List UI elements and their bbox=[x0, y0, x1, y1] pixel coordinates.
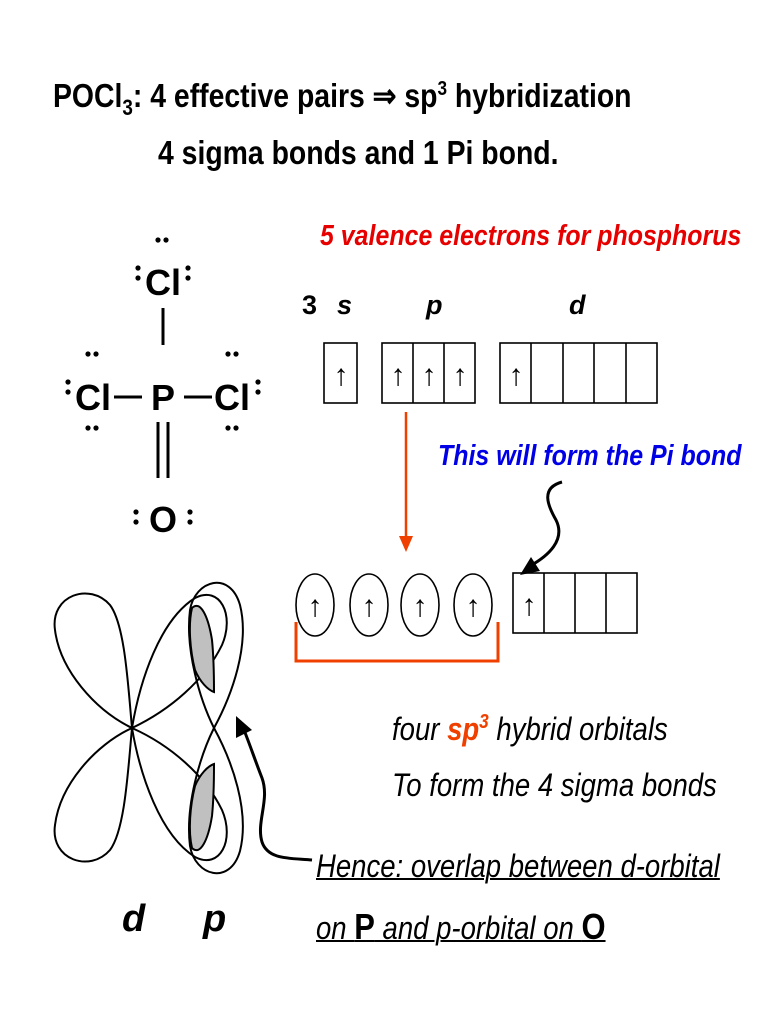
lone-pair-dot bbox=[93, 351, 99, 357]
lewis-structure: Cl Cl P Cl O bbox=[65, 237, 261, 540]
electron-arrow: ↑ bbox=[509, 359, 524, 392]
shell-number-label: 3 bbox=[302, 290, 318, 320]
title-molecule: POCl bbox=[53, 77, 123, 114]
lone-pair-dot bbox=[163, 237, 169, 243]
overlap-pointer-arrow bbox=[242, 729, 313, 862]
p-orbital-boxes bbox=[381, 342, 476, 404]
page-subtitle: 4 sigma bonds and 1 Pi bond. bbox=[158, 134, 559, 171]
overlap-region-bottom bbox=[188, 762, 216, 851]
page-title: POCl3: 4 effective pairs ⇒ sp3 hybridiza… bbox=[53, 76, 632, 121]
title-superscript: 3 bbox=[437, 78, 448, 100]
overlap-caption-p: P bbox=[354, 906, 375, 947]
d-orbital-lobe bbox=[130, 726, 228, 861]
lone-pair-dot bbox=[85, 351, 91, 357]
overlap-caption-middle: and p-orbital on bbox=[374, 910, 582, 946]
lone-pair-dot bbox=[255, 379, 261, 385]
title-molecule-subscript: 3 bbox=[122, 95, 133, 120]
pi-bond-pointer-head bbox=[520, 557, 540, 575]
lone-pair-dot bbox=[225, 351, 231, 357]
electron-arrow: ↑ bbox=[453, 359, 468, 392]
p-orbital-lobe bbox=[188, 725, 244, 875]
sp3-orbital-circle bbox=[453, 573, 493, 637]
lone-pair-dot bbox=[255, 389, 261, 395]
lone-pair-dot bbox=[187, 509, 193, 515]
p-orbital-lobe bbox=[188, 581, 244, 731]
lone-pair-dot bbox=[85, 425, 91, 431]
d-orbital-lobe bbox=[130, 594, 228, 730]
overlap-caption-line1: Hence: overlap between d-orbital bbox=[316, 848, 720, 884]
lone-pair-dot bbox=[133, 519, 139, 525]
d-orbital-lobe bbox=[53, 592, 134, 730]
title-line1-end: hybridization bbox=[447, 77, 632, 114]
overlap-caption-line2: on P and p-orbital on O bbox=[316, 906, 606, 948]
overlap-pointer-head bbox=[236, 716, 252, 738]
lone-pair-dot bbox=[65, 389, 71, 395]
sp3-term-base: sp bbox=[447, 711, 480, 747]
lone-pair-dot bbox=[155, 237, 161, 243]
sp3-orbital-circle bbox=[295, 573, 335, 637]
d-orbital-boxes bbox=[499, 342, 658, 404]
title-line1-rest: : 4 effective pairs ⇒ sp bbox=[132, 77, 438, 114]
electron-arrow: ↑ bbox=[334, 359, 349, 392]
p-orbital-drawing-label: p bbox=[203, 898, 227, 940]
hybridization-arrow-head bbox=[399, 536, 413, 552]
lone-pair-dot bbox=[185, 275, 191, 281]
s-orbital-box bbox=[323, 342, 358, 404]
hybrid-caption-prefix: four bbox=[392, 711, 448, 747]
electron-arrow: ↑ bbox=[362, 590, 377, 623]
pi-bond-note: This will form the Pi bond bbox=[438, 440, 742, 472]
lone-pair-dot bbox=[135, 265, 141, 271]
electron-arrow: ↑ bbox=[391, 359, 406, 392]
lewis-p: P bbox=[151, 377, 175, 418]
valence-title: 5 valence electrons for phosphorus bbox=[320, 220, 742, 252]
lone-pair-dot bbox=[135, 275, 141, 281]
lone-pair-dot bbox=[225, 425, 231, 431]
electron-arrow: ↑ bbox=[466, 590, 481, 623]
lewis-cl-right: Cl bbox=[214, 377, 250, 418]
d-orbital-label: d bbox=[569, 290, 586, 320]
hybrid-caption-line2: To form the 4 sigma bonds bbox=[392, 767, 717, 803]
orbital-overlap-drawing bbox=[53, 581, 313, 875]
overlap-caption-o: O bbox=[581, 906, 606, 947]
orbital-box-diagram: ↑ ↑ ↑ ↑ ↑ ↑ ↑ ↑ ↑ ↑ bbox=[294, 342, 658, 663]
lewis-cl-top: Cl bbox=[145, 262, 181, 303]
p-orbital-label: p bbox=[426, 290, 443, 320]
lone-pair-dot bbox=[233, 351, 239, 357]
sp3-term-superscript: 3 bbox=[479, 711, 489, 733]
overlap-region-top bbox=[188, 605, 216, 694]
sp3-term: sp3 bbox=[447, 711, 489, 747]
lone-pair-dot bbox=[93, 425, 99, 431]
pi-bond-pointer-arrow bbox=[529, 480, 563, 568]
sp3-orbital-circle bbox=[400, 573, 440, 637]
lone-pair-dot bbox=[65, 379, 71, 385]
lone-pair-dot bbox=[185, 265, 191, 271]
overlap-caption-on: on bbox=[316, 910, 355, 946]
d-orbital-drawing-label: d bbox=[122, 898, 146, 940]
electron-arrow: ↑ bbox=[308, 590, 323, 623]
hybrid-caption-suffix: hybrid orbitals bbox=[488, 711, 668, 747]
lone-pair-dot bbox=[133, 509, 139, 515]
hybrid-caption-line1: four sp3 hybrid orbitals bbox=[392, 711, 668, 748]
electron-arrow: ↑ bbox=[413, 590, 428, 623]
electron-arrow: ↑ bbox=[522, 589, 537, 622]
lone-pair-dot bbox=[187, 519, 193, 525]
sp3-orbital-circle bbox=[349, 573, 389, 637]
sp3-bracket bbox=[294, 622, 500, 663]
lone-pair-dot bbox=[233, 425, 239, 431]
lewis-cl-left: Cl bbox=[75, 377, 111, 418]
s-orbital-label: s bbox=[337, 290, 353, 320]
electron-arrow: ↑ bbox=[422, 359, 437, 392]
d-orbital-lobe bbox=[53, 726, 134, 863]
lewis-o: O bbox=[149, 499, 177, 540]
